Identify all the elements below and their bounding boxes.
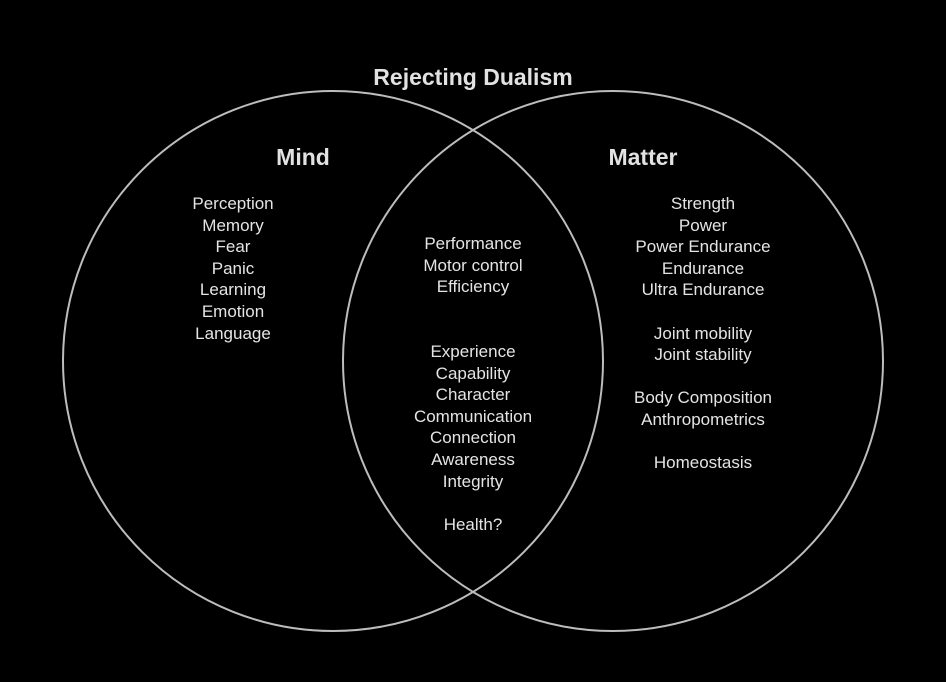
overlap-item: Performance	[424, 234, 522, 253]
group-spacer	[353, 492, 593, 514]
overlap-item: Connection	[429, 428, 516, 448]
mind-item: Memory	[202, 215, 264, 235]
overlap-item: Awareness	[431, 449, 515, 469]
matter-item: Endurance	[661, 258, 745, 278]
matter-item: Ultra Endurance	[641, 280, 765, 300]
overlap-item: Experience	[430, 342, 516, 361]
mind-item: Learning	[199, 280, 267, 300]
mind-item: Fear	[215, 237, 251, 257]
matter-circle	[342, 90, 884, 632]
mind-item: Emotion	[201, 301, 265, 321]
matter-item-list: Strength Power Power Endurance Endurance…	[583, 193, 823, 474]
matter-item: Anthropometrics	[641, 409, 765, 429]
mind-item: Perception	[192, 194, 274, 213]
overlap-item: Capability	[435, 363, 511, 383]
matter-label: Matter	[608, 144, 678, 170]
matter-item: Joint stability	[654, 345, 752, 365]
matter-item: Body Composition	[634, 388, 772, 408]
overlap-item: Communication	[413, 406, 533, 426]
matter-item: Homeostasis	[653, 453, 753, 473]
group-spacer	[583, 301, 823, 323]
matter-item: Power Endurance	[635, 237, 771, 257]
overlap-item: Integrity	[442, 471, 504, 491]
overlap-item: Efficiency	[436, 277, 510, 297]
mind-item: Panic	[211, 258, 255, 278]
overlap-experience-list: Experience Capability Character Communic…	[353, 341, 593, 535]
group-spacer	[583, 431, 823, 453]
overlap-item: Character	[435, 385, 511, 405]
mind-item: Language	[195, 323, 271, 343]
overlap-performance-list: Performance Motor control Efficiency	[353, 233, 593, 298]
matter-item: Joint mobility	[653, 323, 753, 343]
overlap-item: Motor control	[423, 255, 523, 275]
mind-item-list: Perception Memory Fear Panic Learning Em…	[113, 193, 353, 344]
matter-item: Strength	[670, 194, 736, 213]
mind-label: Mind	[276, 144, 330, 170]
matter-item: Power	[678, 215, 728, 235]
diagram-title: Rejecting Dualism	[373, 64, 573, 90]
mind-circle	[62, 90, 604, 632]
group-spacer	[583, 366, 823, 388]
overlap-item: Health?	[443, 514, 503, 534]
